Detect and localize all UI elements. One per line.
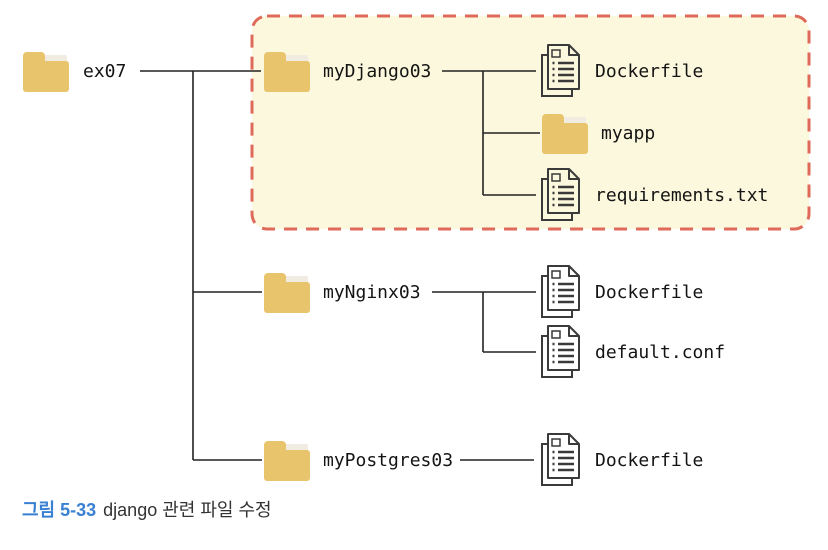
file-label: default.conf [595,341,726,363]
file-label: Dockerfile [595,281,704,303]
folder-icon [264,273,310,313]
folder-icon [542,114,588,154]
file-label: requirements.txt [595,184,769,206]
file-icon [541,168,580,221]
node-mynginx03: myNginx03 [264,271,421,313]
file-icon [541,44,580,97]
node-mydjango03: myDjango03 [264,50,431,92]
node-dockerfile-nginx: Dockerfile [538,265,703,319]
folder-label: myapp [601,122,656,144]
node-myapp: myapp [542,112,655,154]
file-icon [541,325,580,378]
folder-icon [264,441,310,481]
file-icon [541,433,580,486]
node-mypostgres03: myPostgres03 [264,439,453,481]
node-dockerfile-django: Dockerfile [538,44,703,98]
folder-icon [264,52,310,92]
file-label: Dockerfile [595,449,704,471]
folder-label: myPostgres03 [323,449,454,471]
django-highlight-box [250,14,811,231]
node-ex07: ex07 [22,50,126,92]
folder-label: myNginx03 [323,281,421,303]
folder-label: myDjango03 [323,60,432,82]
figure-number: 그림 5-33 [22,500,97,520]
figure-title: django 관련 파일 수정 [103,500,272,520]
node-dockerfile-postgres: Dockerfile [538,433,703,487]
node-requirements-txt: requirements.txt [538,168,768,222]
figure-caption: 그림 5-33 django 관련 파일 수정 [22,496,272,522]
folder-icon [23,52,69,92]
node-default-conf: default.conf [538,325,725,379]
file-icon [541,265,580,318]
folder-label: ex07 [83,60,127,82]
file-label: Dockerfile [595,60,704,82]
